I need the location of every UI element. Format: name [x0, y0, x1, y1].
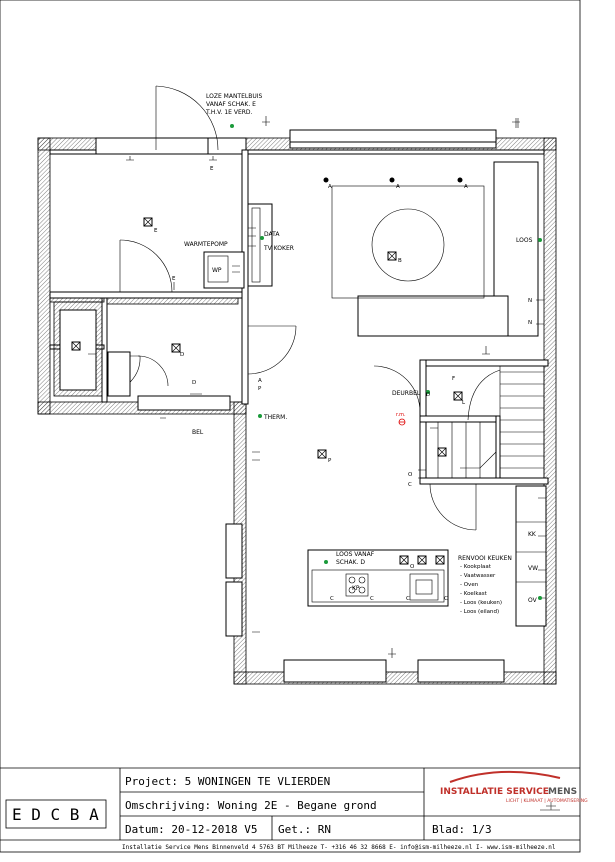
ceiling-light-b: [387, 251, 397, 261]
title-block: Project: 5 WONINGEN TE VLIERDEN Omschrij…: [0, 767, 588, 851]
renvooi-title: RENVOOI KEUKEN: [458, 555, 512, 562]
logo-tagline: LICHT | KLIMAAT | AUTOMATISERING: [506, 798, 588, 804]
letter-o: O: [410, 564, 415, 570]
footer-contact: Installatie Service Mens Binnenveld 4 57…: [122, 844, 556, 851]
blad: Blad: 1/3: [432, 823, 492, 836]
ceiling-light-d1: [71, 341, 81, 351]
letter-c: C: [370, 596, 374, 602]
omschrijving: Omschrijving: Woning 2E - Begane grond: [125, 799, 377, 812]
letter-l: L: [462, 400, 466, 406]
label-loos-vanaf-1: LOOS VANAF: [336, 551, 375, 558]
renvooi-item: - Loos (eiland): [460, 609, 499, 615]
label-tv-koker: TV KOKER: [263, 245, 294, 252]
letter-d: D: [180, 352, 184, 358]
company-logo: INSTALLATIE SERVICE MENS LICHT | KLIMAAT…: [440, 770, 588, 811]
label-vw: VW: [528, 565, 538, 572]
label-ov: OV: [528, 597, 538, 604]
letter-o: O: [408, 472, 413, 478]
renvooi-item: - Oven: [460, 582, 479, 588]
group-letters: E D C B A: [12, 805, 99, 824]
smoke-detector-icon: r.m.: [396, 412, 406, 426]
doors: [106, 85, 477, 531]
ceiling-light-e1: [143, 217, 153, 227]
ceiling-light-p: [317, 449, 327, 459]
label-thermostaat: THERM.: [263, 414, 287, 421]
letter-a: A: [328, 184, 332, 190]
label-loos: LOOS: [516, 237, 533, 244]
outer-walls: [37, 129, 557, 685]
renvooi-item: - Kookplaat: [460, 564, 492, 570]
label-loos-vanaf-2: SCHAK. D: [336, 559, 365, 566]
letter-d: D: [192, 380, 196, 386]
letter-e: E: [172, 276, 176, 282]
label-kp: KP: [352, 585, 360, 592]
letter-c: C: [444, 596, 448, 602]
label-wp: WP: [212, 267, 222, 274]
letter-p: P: [328, 458, 332, 464]
letter-c: C: [406, 596, 410, 602]
letter-a: A: [258, 378, 262, 384]
logo-name: INSTALLATIE SERVICE: [440, 787, 549, 797]
plan-labels: LOZE MANTELBUIS VANAF SCHAK. E T.H.V. 1E…: [154, 93, 538, 615]
renvooi-item: - Koelkast: [460, 591, 488, 597]
letter-n: N: [528, 298, 532, 304]
letter-c: C: [330, 596, 334, 602]
letter-e: E: [210, 166, 214, 172]
smoke-detector-label: r.m.: [396, 412, 406, 418]
label-warmtepomp: WARMTEPOMP: [184, 241, 228, 248]
datum: Datum: 20-12-2018 V5: [125, 823, 257, 836]
toilet-block: [49, 297, 239, 397]
letter-f: F: [452, 376, 455, 382]
staircase: [426, 365, 545, 479]
renvooi-item: - Loos (keuken): [460, 600, 502, 606]
letter-a: A: [464, 184, 468, 190]
ceiling-light-kitchen: [399, 555, 445, 565]
getekend: Get.: RN: [278, 823, 331, 836]
logo-name-grey: MENS: [548, 787, 577, 797]
letter-d: D: [426, 392, 430, 398]
project-title: Project: 5 WONINGEN TE VLIERDEN: [125, 775, 330, 788]
ceiling-light-f: [437, 447, 447, 457]
label-deurbel: DEURBEL: [392, 390, 421, 397]
wall-sockets: [88, 116, 546, 658]
green-markers: [230, 124, 542, 600]
light-points: [71, 177, 463, 601]
label-data: DATA: [264, 231, 280, 238]
label-mantelbuis-1: LOZE MANTELBUIS: [206, 93, 263, 100]
letter-a: A: [396, 184, 400, 190]
letter-e: E: [154, 228, 158, 234]
label-mantelbuis-3: T.H.V. 1E VERD.: [205, 109, 253, 116]
label-kk: KK: [528, 531, 537, 538]
ceiling-light-d2: [171, 343, 181, 353]
letter-n: N: [528, 320, 532, 326]
label-mantelbuis-2: VANAF SCHAK. E: [206, 101, 256, 108]
drawing-frame: [0, 0, 581, 853]
label-bel: BEL: [192, 429, 204, 436]
letter-c: C: [408, 482, 412, 488]
ceiling-light-l: [453, 391, 463, 401]
letter-p: P: [258, 386, 262, 392]
renvooi-item: - Vaatwasser: [460, 573, 496, 579]
letter-b: B: [398, 258, 402, 264]
